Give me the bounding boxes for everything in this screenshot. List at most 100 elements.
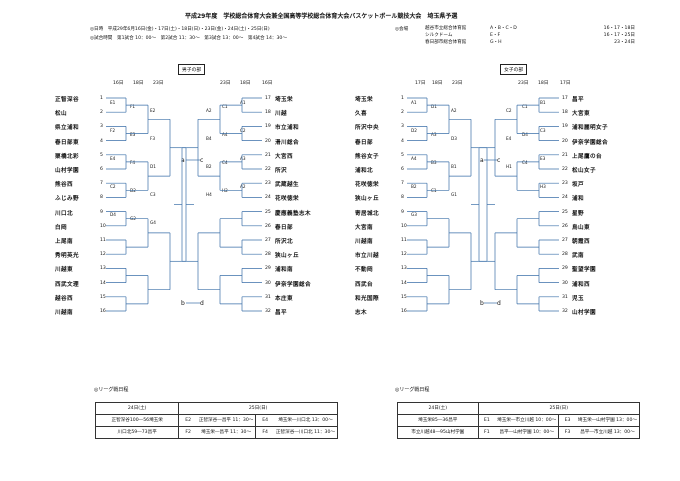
team-name: 浦和麗明女子 <box>572 125 608 132</box>
team-number: 18 <box>562 110 568 116</box>
venue-days: 16・17・18日 <box>603 26 635 31</box>
team-number: 13 <box>401 266 407 272</box>
team-number: 9 <box>100 209 103 215</box>
bracket-node: E1 <box>110 100 116 105</box>
team-name: 春日部 <box>355 139 373 146</box>
team-name: 和光国際 <box>355 295 379 302</box>
team-name: 朝霞西 <box>572 239 590 245</box>
result-cell: 埼玉栄85―36昌平 <box>397 414 479 427</box>
bracket-node: F4 <box>130 160 136 165</box>
game-cell: 正智深谷―昌平 11：30～ <box>196 414 257 427</box>
team-number: 4 <box>401 138 404 144</box>
team-number: 28 <box>562 252 568 258</box>
page-title: 平成29年度 学校総合体育大会兼全国高等学校総合体育大会バスケットボール競技大会… <box>185 13 458 20</box>
team-number: 7 <box>401 181 404 187</box>
team-number: 1 <box>100 96 103 101</box>
team-name: 松山女子 <box>572 168 596 174</box>
team-name: 花咲徳栄 <box>275 196 299 203</box>
team-name: ふじみ野 <box>55 196 79 203</box>
pool-c-boys: c <box>200 157 204 164</box>
table-row: 24日(土) 25日(日) <box>94 402 338 415</box>
bracket-node: D4 <box>522 132 528 137</box>
team-number: 32 <box>562 309 568 314</box>
team-name: 武南 <box>572 253 584 260</box>
court-code: F4 <box>255 426 274 439</box>
bracket-node: A1 <box>240 100 246 105</box>
day25-header: 25日(日) <box>477 402 641 415</box>
team-number: 2 <box>401 110 404 116</box>
venue-name: 越谷市立総合体育館 <box>425 26 467 31</box>
bracket-node: A4 <box>222 132 228 137</box>
round-label: 18日 <box>133 81 144 86</box>
bracket-node: A1 <box>411 100 417 105</box>
round-label: 18日 <box>240 81 251 86</box>
team-name: 昌平 <box>275 310 287 316</box>
round-label: 16日 <box>113 81 124 86</box>
venue-codes: G・H <box>490 40 502 45</box>
team-name: 熊谷女子 <box>355 153 379 160</box>
result-cell: 正智深谷100―56埼玉栄 <box>94 414 180 427</box>
team-number: 5 <box>401 152 404 158</box>
team-number: 15 <box>100 294 106 300</box>
team-name: 本庄東 <box>275 295 293 302</box>
team-name: 滑川総合 <box>275 139 299 146</box>
team-name: 坂戸 <box>572 182 584 189</box>
team-name: 山村学園 <box>572 310 596 316</box>
team-name: 正智深谷 <box>55 97 79 103</box>
team-number: 4 <box>100 138 103 144</box>
team-number: 16 <box>401 309 407 314</box>
boys-section-label: 男子の部 <box>178 64 206 75</box>
round-label: 18日 <box>538 81 549 86</box>
team-number: 6 <box>100 167 103 172</box>
team-number: 26 <box>265 223 271 229</box>
team-number: 31 <box>562 294 568 300</box>
team-number: 28 <box>265 252 271 258</box>
round-label: 23日 <box>153 81 164 86</box>
game-cell: 埼玉栄―山村学園 13：00～ <box>575 414 640 427</box>
bracket-node: G3 <box>411 212 417 217</box>
bracket-node: A2 <box>451 108 457 113</box>
team-name: 武蔵越生 <box>275 182 299 189</box>
bracket-node: E4 <box>110 156 116 161</box>
team-name: 越谷西 <box>55 295 73 302</box>
result-cell: 川口北59―73昌平 <box>94 426 180 439</box>
team-number: 14 <box>401 280 407 286</box>
bracket-node: C1 <box>222 104 228 109</box>
team-number: 8 <box>401 195 404 201</box>
team-name: 昌平 <box>572 97 584 103</box>
table-row: 24日(土) 25日(日) <box>397 402 641 415</box>
venue-days: 23・24日 <box>614 40 635 45</box>
bracket-node: D2 <box>411 128 417 133</box>
round-label: 17日 <box>560 81 571 86</box>
team-name: 上尾南 <box>55 239 73 245</box>
bracket-node: D4 <box>110 212 116 217</box>
bracket-node: G4 <box>150 220 156 225</box>
bracket-node: F2 <box>110 128 116 133</box>
team-number: 24 <box>562 195 568 201</box>
team-name: 西武台 <box>355 281 373 288</box>
team-number: 12 <box>401 252 407 258</box>
game-cell: 埼玉栄―市立川越 10：00～ <box>495 414 560 427</box>
team-number: 7 <box>100 181 103 187</box>
table-row: 埼玉栄85―36昌平 E1 埼玉栄―市立川越 10：00～ E3 埼玉栄―山村学… <box>397 414 640 427</box>
team-name: 春日部東 <box>55 139 79 146</box>
bracket-node: C4 <box>222 160 228 165</box>
bracket-node: A2 <box>206 108 212 113</box>
team-name: 大宮東 <box>572 111 590 118</box>
table-row: 市立川越48―95山村学園 F1 昌平―山村学園 10：00～ F3 昌平―市立… <box>397 426 640 439</box>
girls-league-heading: ◎リーグ戦日程 <box>395 387 430 393</box>
boys-league-table: 24日(土) 25日(日) 正智深谷100―56埼玉栄 E2 正智深谷―昌平 1… <box>94 402 338 439</box>
venue-row: シルクドーム E・F 16・17・25日 <box>425 32 635 39</box>
team-number: 26 <box>562 223 568 229</box>
team-name: 川越東 <box>55 267 73 274</box>
team-name: 栗橋北彩 <box>55 153 79 160</box>
day24-header: 24日(土) <box>94 402 180 415</box>
pool-b-girls: b <box>480 300 484 307</box>
team-name: 白岡 <box>55 224 67 231</box>
team-number: 11 <box>100 238 106 243</box>
team-number: 19 <box>562 124 568 130</box>
team-name: 秀明英光 <box>55 253 79 260</box>
team-number: 9 <box>401 209 404 215</box>
pool-a-boys: a <box>181 157 185 164</box>
team-number: 14 <box>100 280 106 286</box>
